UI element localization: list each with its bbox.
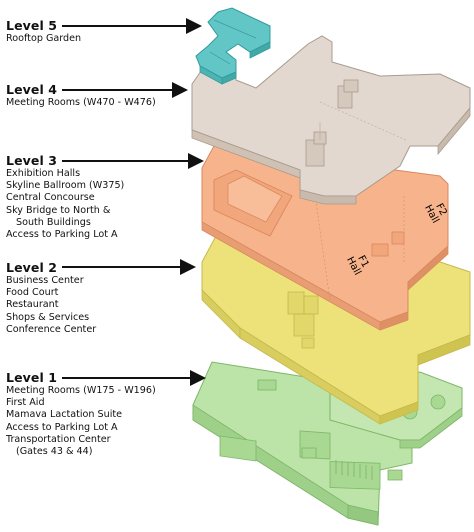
level-3-item: Sky Bridge to North & [6, 204, 111, 216]
level-3-title: Level 3 [6, 153, 58, 168]
level-1-item: First Aid [6, 397, 45, 409]
level-2-item: Restaurant [6, 299, 59, 311]
level-2-item: Business Center [6, 275, 84, 286]
hall-f2-label-line2: F2 [433, 202, 448, 218]
level-1-item: Transportation Center [6, 433, 111, 445]
level-1-item: Meeting Rooms (W175 - W196) [6, 385, 156, 396]
level-1-item: Mamava Lactation Suite [6, 409, 123, 421]
leader-arrows [62, 18, 206, 386]
level-1-legend: Level 1 Meeting Rooms (W175 - W196) Firs… [6, 370, 156, 458]
level-5-title: Level 5 [6, 18, 58, 33]
level-2-item: Food Court [6, 287, 59, 299]
level-5-legend: Level 5 Rooftop Garden [6, 18, 81, 45]
level-3-item: Skyline Ballroom (W375) [6, 180, 125, 192]
level-1-title: Level 1 [6, 370, 58, 385]
level-4-title: Level 4 [6, 82, 58, 97]
level-2-item: Conference Center [6, 323, 97, 335]
level-4-item: Meeting Rooms (W470 - W476) [6, 97, 156, 108]
level-3-legend: Level 3 Exhibition Halls Skyline Ballroo… [6, 153, 124, 241]
level-5-floor[interactable] [195, 7, 271, 85]
level-3-item: Exhibition Halls [6, 168, 81, 179]
level-2-legend: Level 2 Business Center Food Court Resta… [6, 260, 96, 336]
level-2-item: Shops & Services [6, 311, 90, 323]
level-3-floor[interactable]: Hall F1 Hall F2 [201, 145, 449, 331]
level-2-title: Level 2 [6, 260, 58, 275]
level-1-item: (Gates 43 & 44) [16, 446, 93, 458]
level-3-item: Access to Parking Lot A [6, 229, 118, 241]
level-5-item: Rooftop Garden [6, 33, 82, 44]
hall-f1-label-line2: F1 [355, 254, 370, 270]
level-4-floor[interactable] [191, 35, 471, 205]
level-4-legend: Level 4 Meeting Rooms (W470 - W476) [6, 82, 156, 109]
level-3-item: Central Concourse [6, 192, 95, 204]
level-3-item: South Buildings [16, 216, 91, 228]
level-1-item: Access to Parking Lot A [6, 421, 118, 433]
